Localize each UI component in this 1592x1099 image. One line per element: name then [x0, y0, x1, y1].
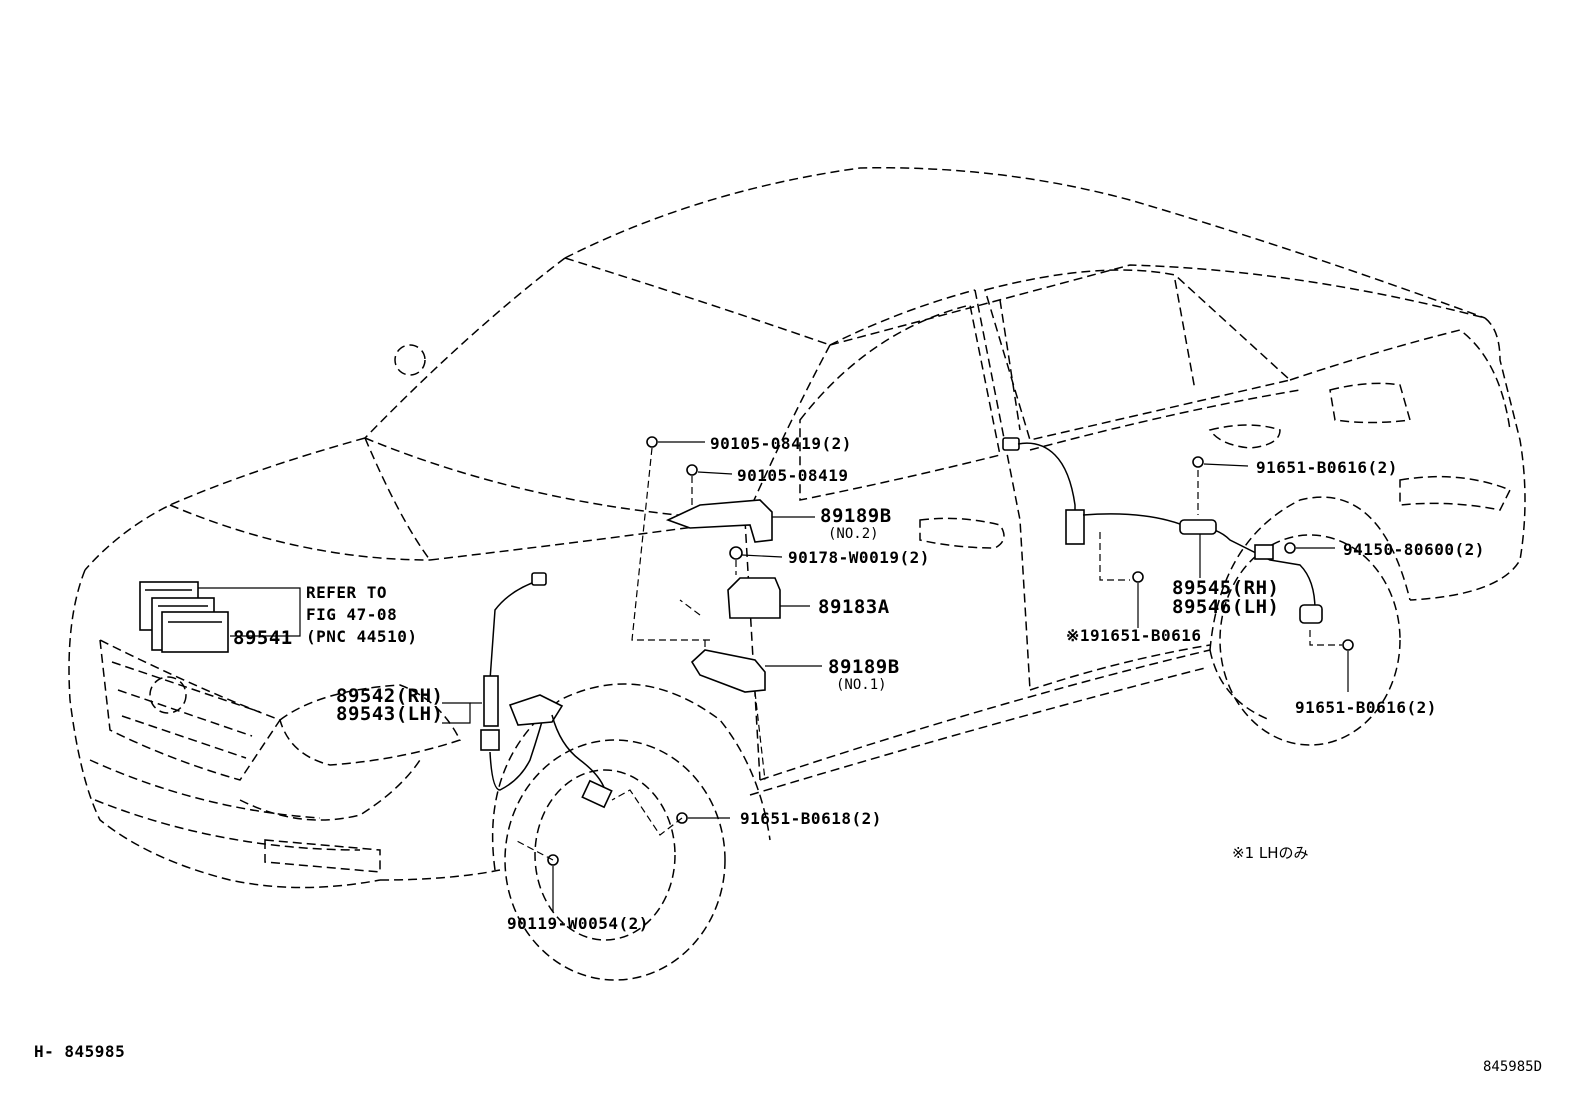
- lh-only-note: ※1 LHのみ: [1232, 844, 1309, 862]
- label-89543-lh: 89543(LH): [336, 703, 443, 725]
- rear-speed-sensor-harness: [1002, 437, 1354, 692]
- label-191651-b0616: ※191651-B0616: [1066, 626, 1202, 645]
- label-91651-b0618: 91651-B0618(2): [740, 809, 882, 828]
- label-refer-pnc: (PNC 44510): [306, 627, 417, 646]
- label-refer-to: REFER TO: [306, 583, 387, 602]
- front-speed-sensor-harness: [442, 572, 613, 809]
- label-89541: 89541: [233, 627, 293, 649]
- label-91651-b0616-top: 91651-B0616(2): [1256, 458, 1398, 477]
- label-89542-rh: 89542(RH): [336, 685, 443, 707]
- abs-actuator-89541: [139, 581, 301, 653]
- label-89189b-no1-sub: (NO.1): [836, 677, 887, 693]
- label-refer-fig: FIG 47-08: [306, 605, 397, 624]
- label-90178-w0019: 90178-W0019(2): [788, 548, 930, 567]
- label-89183a: 89183A: [818, 596, 890, 618]
- image-code: 845985D: [1483, 1059, 1542, 1075]
- label-89545-rh: 89545(RH): [1172, 577, 1279, 599]
- label-89189b-no1: 89189B: [828, 656, 900, 678]
- label-90119-w0054: 90119-W0054(2): [507, 914, 649, 933]
- label-89546-lh: 89546(LH): [1172, 596, 1279, 618]
- car-body-outline: [68, 167, 1526, 981]
- yaw-rate-sensor-assembly: [631, 436, 822, 781]
- label-90105-08419-2: 90105-08419(2): [710, 434, 852, 453]
- label-91651-b0616-bottom: 91651-B0616(2): [1295, 698, 1437, 717]
- label-89189b-no2-sub: (NO.2): [828, 526, 879, 542]
- label-89189b-no2: 89189B: [820, 505, 892, 527]
- figure-id: H- 845985: [34, 1042, 125, 1061]
- front-bolts: [514, 789, 730, 912]
- label-94150-80600: 94150-80600(2): [1343, 540, 1485, 559]
- label-90105-08419: 90105-08419: [737, 466, 848, 485]
